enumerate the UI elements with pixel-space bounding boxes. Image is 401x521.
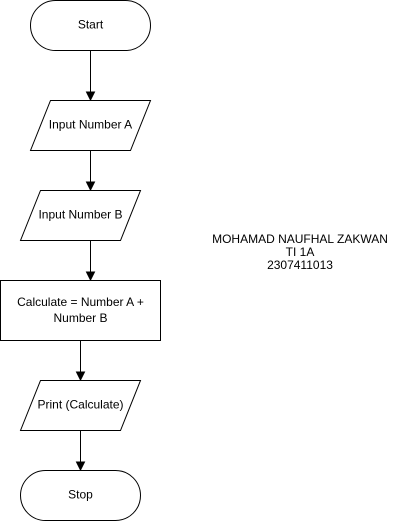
input-a-label: Input Number A: [49, 118, 132, 132]
author-id: 2307411013: [267, 258, 333, 272]
input-a-shape: [29, 100, 152, 151]
arrowhead-calculate-to-print: [75, 371, 86, 382]
arrowhead-input-b-to-calculate: [85, 271, 96, 282]
start-label: Start: [78, 18, 104, 32]
input-b-label: Input Number B: [38, 208, 122, 222]
calculate-label-line1: Calculate = Number A +: [17, 295, 144, 309]
print-output-shape: [19, 380, 142, 431]
stop-label: Stop: [68, 488, 93, 502]
arrowhead-start-to-input-a: [85, 91, 96, 102]
author-name: MOHAMAD NAUFHAL ZAKWAN: [212, 232, 388, 246]
calculate-label-line2: Number B: [53, 311, 107, 325]
calculate-process: [0, 280, 161, 341]
arrowhead-input-a-to-input-b: [85, 181, 96, 192]
arrowhead-print-to-stop: [75, 461, 86, 472]
input-b-shape: [19, 190, 142, 241]
author-class: TI 1A: [285, 245, 315, 259]
print-label: Print (Calculate): [37, 398, 123, 412]
author-info: MOHAMAD NAUFHAL ZAKWAN TI 1A 2307411013: [200, 233, 400, 272]
